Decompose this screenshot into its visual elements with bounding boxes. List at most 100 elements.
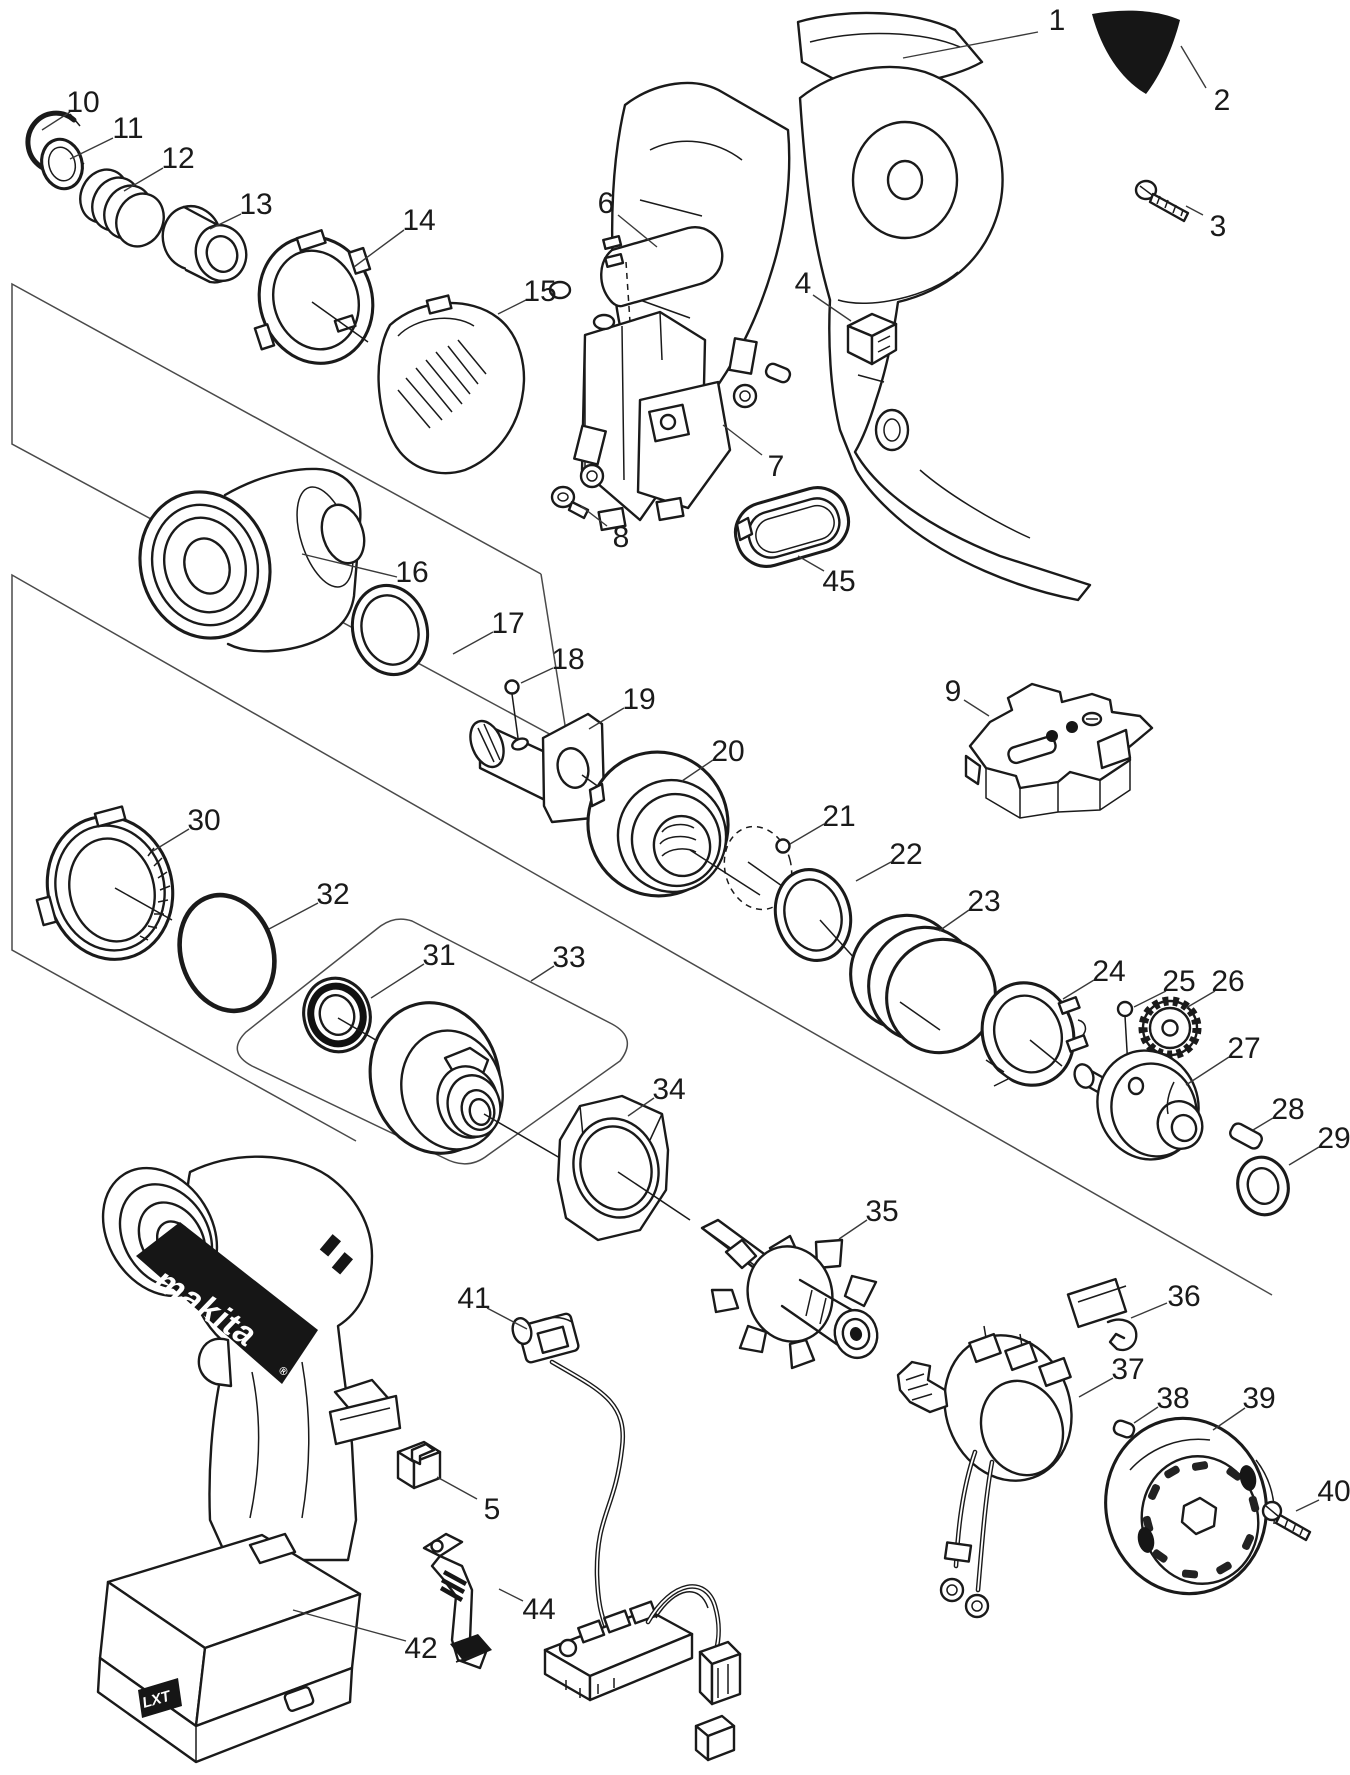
part-34-ring-nut xyxy=(556,1094,691,1242)
part-number-14: 14 xyxy=(402,204,435,237)
leader-line-21 xyxy=(789,823,825,845)
part-12-spring xyxy=(79,168,165,248)
part-number-25: 25 xyxy=(1162,965,1195,998)
group-band-main-axis xyxy=(11,573,1273,1296)
part-41-lead-wire-unit xyxy=(511,1312,742,1762)
leader-line-32 xyxy=(268,902,319,930)
leader-line-6 xyxy=(617,214,658,248)
part-39-rear-cover xyxy=(1104,1416,1276,1596)
part-number-29: 29 xyxy=(1317,1122,1350,1155)
battery-release-button xyxy=(248,1532,297,1565)
part-number-26: 26 xyxy=(1211,965,1244,998)
part-number-4: 4 xyxy=(795,267,812,300)
part-number-33: 33 xyxy=(552,941,585,974)
leader-line-12 xyxy=(123,167,164,192)
part-number-22: 22 xyxy=(889,838,922,871)
part-30-spring-holder-ring xyxy=(35,805,175,961)
part-27-spindle xyxy=(1073,1049,1204,1161)
part-number-19: 19 xyxy=(622,683,655,716)
leader-line-18 xyxy=(520,667,554,684)
leader-line-36 xyxy=(1130,1302,1168,1319)
crimp-terminal-left xyxy=(573,424,607,489)
leader-line-26 xyxy=(1185,990,1216,1009)
part-number-11: 11 xyxy=(112,112,143,145)
leader-line-35 xyxy=(838,1219,868,1240)
trigger xyxy=(197,1337,233,1388)
part-number-13: 13 xyxy=(239,188,272,221)
leader-line-27 xyxy=(1185,1056,1230,1086)
part-33-hammer xyxy=(368,1001,561,1159)
part-number-37: 37 xyxy=(1111,1353,1144,1386)
battery-pack: LXT xyxy=(96,1532,362,1764)
part-14-ring-spring-holder xyxy=(253,229,375,365)
part-26-gear xyxy=(1138,996,1202,1087)
part-15-hammer-case-cover xyxy=(377,294,526,475)
leader-line-20 xyxy=(681,759,714,782)
part-number-10: 10 xyxy=(66,86,99,119)
leader-line-41 xyxy=(486,1307,528,1330)
part-number-34: 34 xyxy=(652,1073,685,1106)
part-24-stopper-washer xyxy=(980,981,1089,1090)
part-number-1: 1 xyxy=(1049,4,1066,37)
part-3-screw xyxy=(1134,179,1190,223)
part-number-36: 36 xyxy=(1167,1280,1200,1313)
part-5-clip xyxy=(396,1440,442,1490)
part-13-sleeve xyxy=(161,204,248,284)
leader-line-22 xyxy=(855,861,892,882)
leader-line-31 xyxy=(370,963,425,999)
lxt-badge xyxy=(138,1678,182,1718)
part-42-tool-body: makita ® LXT xyxy=(96,1155,402,1764)
leader-line-25 xyxy=(1133,990,1167,1008)
part-number-7: 7 xyxy=(768,450,785,483)
leader-line-44 xyxy=(498,1588,524,1602)
leader-line-34 xyxy=(627,1097,655,1117)
part-23-spring xyxy=(849,913,997,1055)
part-25-ball xyxy=(1116,1000,1134,1069)
part-number-39: 39 xyxy=(1242,1382,1275,1415)
group-outline-hammer-set xyxy=(236,918,629,1165)
part-number-15: 15 xyxy=(523,275,556,308)
leader-line-1 xyxy=(902,31,1039,59)
rotor-fan-blades xyxy=(710,1234,878,1370)
part-number-8: 8 xyxy=(613,521,630,554)
part-number-42: 42 xyxy=(404,1632,437,1665)
leader-line-42 xyxy=(292,1609,407,1642)
leader-line-9 xyxy=(963,699,990,717)
connector-small xyxy=(694,1714,736,1762)
leader-line-10 xyxy=(41,111,71,131)
leader-line-37 xyxy=(1078,1377,1114,1398)
part-17-washer xyxy=(350,583,430,677)
part-number-16: 16 xyxy=(395,556,428,589)
leader-line-14 xyxy=(353,229,405,268)
part-4-box xyxy=(846,312,898,366)
part-31-ball-bearing xyxy=(302,976,387,1054)
leader-line-24 xyxy=(1062,979,1095,1000)
leader-line-19 xyxy=(588,707,625,730)
part-housing-right-half xyxy=(798,65,1092,602)
part-number-30: 30 xyxy=(187,804,220,837)
leader-line-5 xyxy=(436,1476,478,1500)
part-number-41: 41 xyxy=(457,1282,490,1315)
leader-line-30 xyxy=(152,828,190,852)
leader-line-38 xyxy=(1133,1406,1159,1424)
leader-line-40 xyxy=(1295,1499,1320,1512)
part-40-screw xyxy=(1261,1500,1312,1542)
leader-line-4 xyxy=(812,294,852,322)
part-number-17: 17 xyxy=(491,607,524,640)
leader-line-3 xyxy=(1185,205,1204,216)
part-number-23: 23 xyxy=(967,885,1000,918)
leader-line-28 xyxy=(1252,1117,1274,1131)
part-37-brush-holder xyxy=(896,1325,1073,1619)
part-number-31: 31 xyxy=(422,939,455,972)
part-number-21: 21 xyxy=(822,800,855,833)
part-number-20: 20 xyxy=(711,735,744,768)
part-38-pin xyxy=(1112,1419,1136,1439)
leader-line-29 xyxy=(1288,1146,1320,1166)
part-44-lever xyxy=(422,1532,492,1670)
part-number-45: 45 xyxy=(822,565,855,598)
part-number-38: 38 xyxy=(1156,1382,1189,1415)
part-housing-top-cover xyxy=(796,11,984,88)
